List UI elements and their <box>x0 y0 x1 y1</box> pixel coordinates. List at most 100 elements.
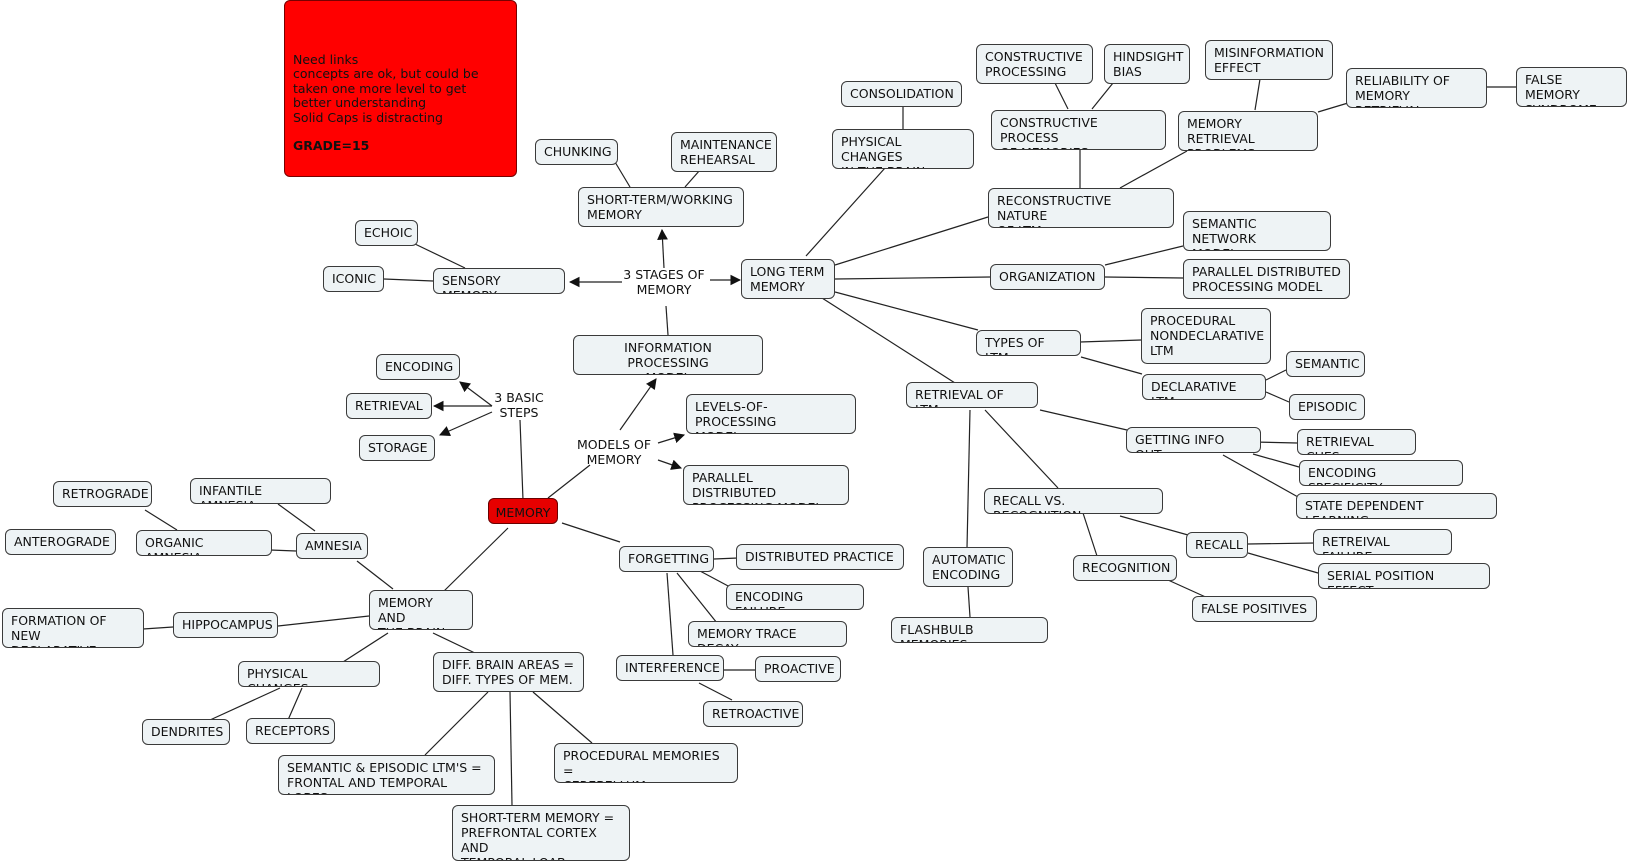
node-false-memory-syndrome[interactable]: FALSE MEMORY SYNDROME <box>1516 67 1627 107</box>
node-long-term-memory[interactable]: LONG TERM MEMORY <box>741 259 835 299</box>
node-serial-position-effect[interactable]: SERIAL POSITION EFFECT <box>1318 563 1490 589</box>
node-encoding-specificity[interactable]: ENCODING SPECIFICITY <box>1299 460 1463 486</box>
node-maintenance-rehearsal[interactable]: MAINTENANCE REHEARSAL <box>671 132 777 172</box>
node-retreival-failure[interactable]: RETREIVAL FAILURE <box>1313 529 1452 555</box>
node-semantic-episodic-ltms[interactable]: SEMANTIC & EPISODIC LTM'S = FRONTAL AND … <box>278 755 495 795</box>
grading-note: Need links concepts are ok, but could be… <box>284 0 517 177</box>
link <box>1254 78 1261 111</box>
node-procedural-memories[interactable]: PROCEDURAL MEMORIES = CEREBELLUM <box>554 743 738 783</box>
link <box>1119 150 1188 189</box>
node-short-term-memory-cortex[interactable]: SHORT-TERM MEMORY = PREFRONTAL CORTEX AN… <box>452 805 630 861</box>
link <box>287 687 303 721</box>
node-constructive-process-of-memories[interactable]: CONSTRUCTIVE PROCESS OF MEMORIES <box>991 110 1166 150</box>
node-retrieval-of-ltm[interactable]: RETRIEVAL OF LTM <box>906 382 1038 408</box>
node-anterograde[interactable]: ANTEROGRADE <box>5 529 116 555</box>
node-false-positives[interactable]: FALSE POSITIVES <box>1192 596 1317 622</box>
node-diff-brain-areas[interactable]: DIFF. BRAIN AREAS = DIFF. TYPES OF MEM. <box>433 652 584 692</box>
node-short-term-working-memory[interactable]: SHORT-TERM/WORKING MEMORY <box>578 187 744 227</box>
link <box>209 687 281 721</box>
node-3-basic-steps[interactable]: 3 BASIC STEPS <box>494 390 544 420</box>
node-levels-of-processing-model[interactable]: LEVELS-OF-PROCESSING MODEL <box>686 394 856 434</box>
node-amnesia[interactable]: AMNESIA <box>296 533 368 559</box>
node-recall-vs-recognition[interactable]: RECALL VS. RECOGNITION <box>984 488 1163 514</box>
node-procedural-nondeclarative-ltm[interactable]: PROCEDURAL NONDECLARATIVE LTM <box>1141 308 1271 364</box>
node-interference[interactable]: INTERFERENCE <box>616 655 724 681</box>
node-hindsight-bias[interactable]: HINDSIGHT BIAS <box>1104 44 1190 84</box>
node-echoic[interactable]: ECHOIC <box>355 220 418 246</box>
node-models-of-memory[interactable]: MODELS OF MEMORY <box>576 437 652 467</box>
node-consolidation[interactable]: CONSOLIDATION <box>841 81 962 107</box>
node-retroactive[interactable]: RETROACTIVE <box>703 701 803 727</box>
node-reconstructive-nature-of-ltm[interactable]: RECONSTRUCTIVE NATURE OF LTM <box>988 188 1174 228</box>
link <box>1265 369 1287 381</box>
node-encoding[interactable]: ENCODING <box>376 354 460 380</box>
link <box>1104 245 1184 266</box>
node-organic-amnesia[interactable]: ORGANIC AMNESIA <box>136 530 272 556</box>
link <box>1317 102 1349 113</box>
link <box>547 464 591 499</box>
node-memory[interactable]: MEMORY <box>488 498 558 524</box>
link <box>414 243 466 269</box>
node-constructive-processing[interactable]: CONSTRUCTIVE PROCESSING <box>976 44 1093 84</box>
node-proactive[interactable]: PROACTIVE <box>755 656 841 682</box>
link <box>614 161 631 188</box>
node-organization[interactable]: ORGANIZATION <box>990 264 1105 290</box>
node-retrieval-cues[interactable]: RETRIEVAL CUES <box>1297 429 1416 455</box>
node-physical-changes[interactable]: PHYSICAL CHANGES <box>238 661 380 687</box>
link <box>1252 453 1300 468</box>
node-retrograde[interactable]: RETROGRADE <box>53 481 152 507</box>
node-automatic-encoding[interactable]: AUTOMATIC ENCODING <box>923 547 1013 587</box>
node-encoding-failure[interactable]: ENCODING FAILURE <box>726 584 864 610</box>
link <box>432 632 478 655</box>
arrow-link <box>657 228 668 269</box>
link <box>424 691 489 756</box>
node-semantic[interactable]: SEMANTIC <box>1286 351 1365 377</box>
node-flashbulb-memories[interactable]: FLASHBULB MEMORIES <box>891 617 1048 643</box>
node-storage[interactable]: STORAGE <box>359 435 435 461</box>
node-semantic-network-model[interactable]: SEMANTIC NETWORK MODEL <box>1183 211 1331 251</box>
node-information-processing-model[interactable]: INFORMATION PROCESSING MODEL <box>573 335 763 375</box>
node-retrieval[interactable]: RETRIEVAL <box>346 393 432 419</box>
node-formation-of-new-declarative-ltms[interactable]: FORMATION OF NEW DECLARATIVE LTM'S <box>2 608 144 648</box>
node-distributed-practice[interactable]: DISTRIBUTED PRACTICE <box>736 544 904 570</box>
link <box>699 570 731 588</box>
node-memory-trace-decay[interactable]: MEMORY TRACE DECAY <box>688 621 847 647</box>
arrow-link <box>657 459 683 470</box>
node-getting-info-out[interactable]: GETTING INFO OUT <box>1126 427 1261 453</box>
node-state-dependent-learning[interactable]: STATE DEPENDENT LEARNING <box>1296 493 1497 519</box>
node-chunking[interactable]: CHUNKING <box>535 139 618 165</box>
link <box>967 586 971 618</box>
node-reliability-of-memory-retrieval[interactable]: RELIABILITY OF MEMORY RETRIEVAL <box>1346 68 1487 108</box>
node-sensory-memory[interactable]: SENSORY MEMORY <box>433 268 565 294</box>
arrow-link <box>657 432 686 444</box>
node-receptors[interactable]: RECEPTORS <box>246 718 335 744</box>
node-types-of-ltm[interactable]: TYPES OF LTM <box>976 330 1081 356</box>
node-hippocampus[interactable]: HIPPOCAMPUS <box>173 612 278 638</box>
arrow-link <box>439 411 493 437</box>
link <box>342 632 389 663</box>
arrow-link <box>459 381 493 407</box>
node-recognition[interactable]: RECOGNITION <box>1073 555 1177 581</box>
node-physical-changes-in-the-brain[interactable]: PHYSICAL CHANGES IN THE BRAIN <box>832 129 974 169</box>
node-declarative-ltm[interactable]: DECLARATIVE LTM <box>1142 374 1266 400</box>
link <box>509 691 513 806</box>
node-infantile-amnesia[interactable]: INFANTILE AMNESIA <box>190 478 331 504</box>
node-memory-and-the-brain[interactable]: MEMORY AND THE BRAIN <box>369 590 473 630</box>
node-recall[interactable]: RECALL <box>1186 532 1248 558</box>
link <box>1082 512 1098 557</box>
node-parallel-distributed-processing-model-1[interactable]: PARALLEL DISTRIBUTED PROCESSING MODEL <box>683 465 849 505</box>
link <box>1080 356 1143 375</box>
node-misinformation-effect[interactable]: MISINFORMATION EFFECT <box>1205 40 1333 80</box>
grade-label: GRADE=15 <box>293 138 370 153</box>
node-episodic[interactable]: EPISODIC <box>1289 394 1365 420</box>
node-forgetting[interactable]: FORGETTING <box>619 546 714 572</box>
node-iconic[interactable]: ICONIC <box>323 266 384 292</box>
link <box>383 278 434 282</box>
node-memory-retrieval-problems[interactable]: MEMORY RETRIEVAL PROBLEMS <box>1178 111 1318 151</box>
node-parallel-distributed-processing-model-2[interactable]: PARALLEL DISTRIBUTED PROCESSING MODEL <box>1183 259 1350 299</box>
node-3-stages-of-memory[interactable]: 3 STAGES OF MEMORY <box>623 267 705 297</box>
link <box>1091 82 1114 110</box>
node-dendrites[interactable]: DENDRITES <box>142 719 230 745</box>
